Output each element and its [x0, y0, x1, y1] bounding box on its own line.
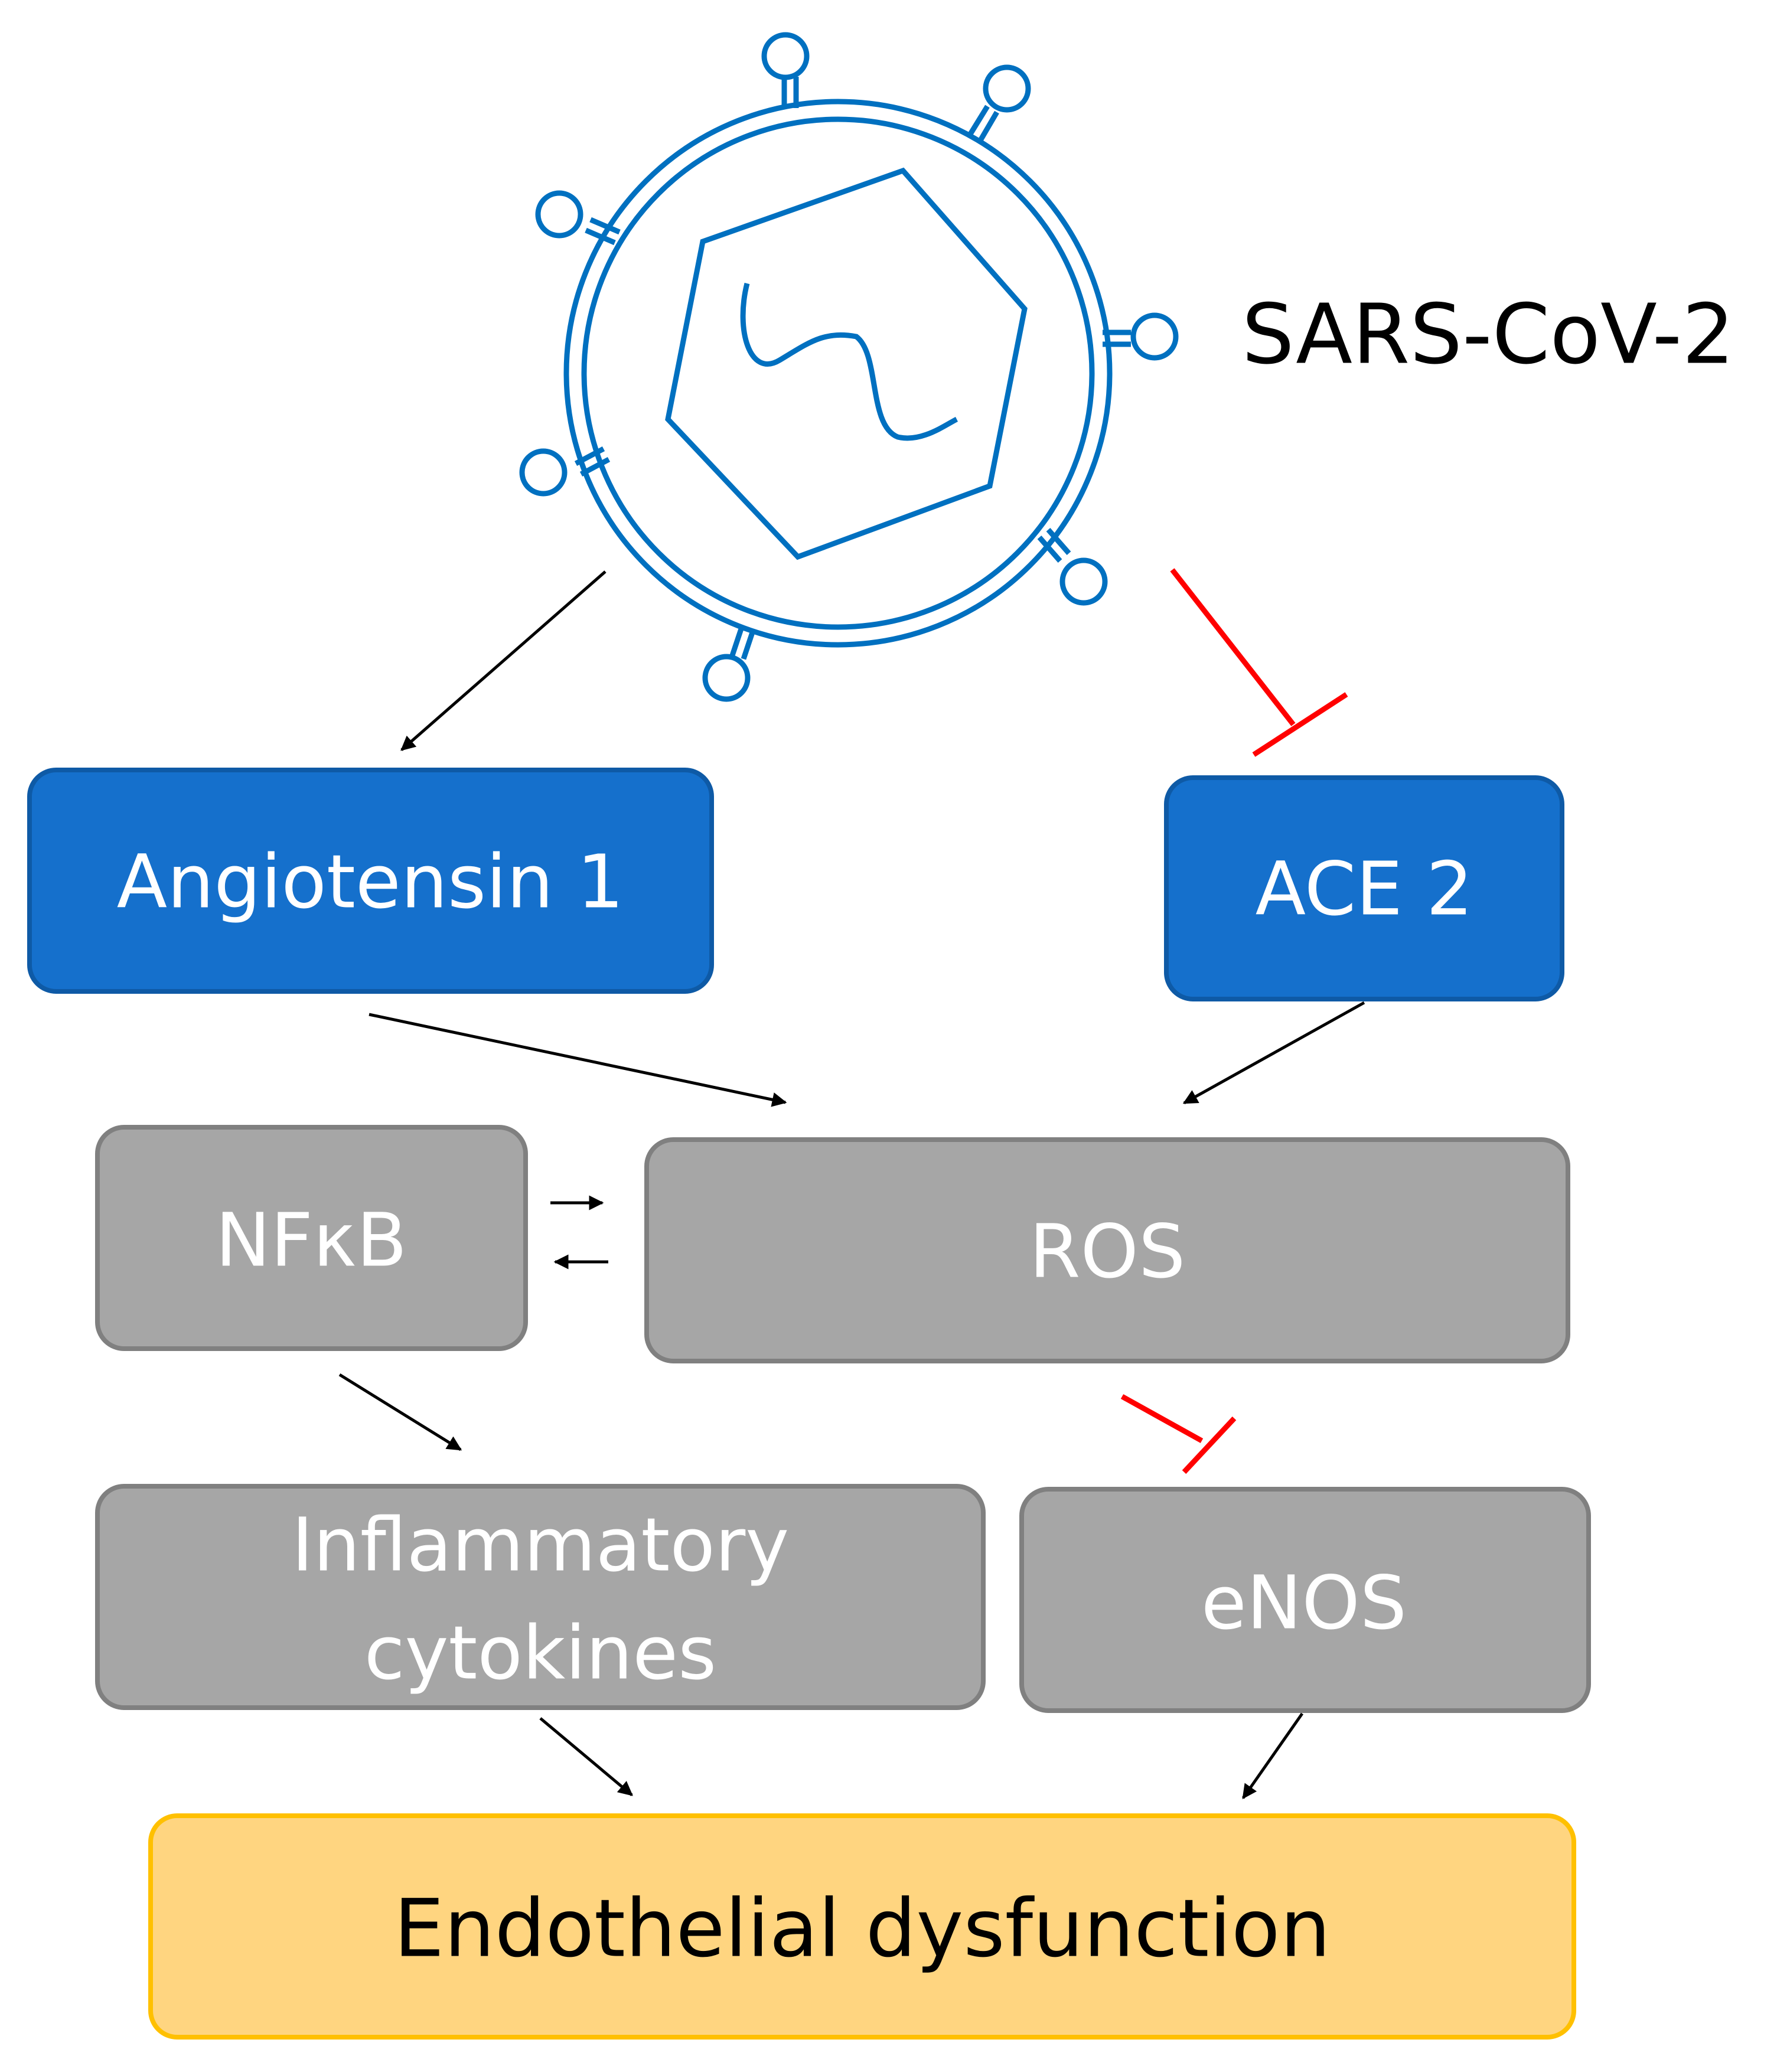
enos-box: eNOS: [1019, 1487, 1591, 1713]
spike-protein-icon: [966, 64, 1031, 145]
spike-protein-icon: [761, 32, 810, 108]
nfkb-box: NFκB: [95, 1125, 528, 1351]
nfkb-label: NFκB: [216, 1198, 407, 1284]
spike-protein-icon: [702, 626, 756, 702]
ros-label: ROS: [1029, 1209, 1186, 1295]
angiotensin-1-box: Angiotensin 1: [27, 768, 714, 994]
angiotensin-to-ros-arrow: [369, 1013, 787, 1107]
enos-to-dysfunction-arrow: [1241, 1712, 1304, 1800]
ros-box: ROS: [644, 1137, 1570, 1363]
virus-to-angiotensin-arrow: [400, 570, 607, 751]
cytokines-to-dysfunction-arrow: [539, 1717, 633, 1796]
spike-protein-icon: [1103, 312, 1179, 361]
inflammatory-cytokines-label-line2: cytokines: [364, 1611, 717, 1696]
endothelial-dysfunction-label: Endothelial dysfunction: [394, 1882, 1331, 1975]
angiotensin-1-label: Angiotensin 1: [117, 840, 624, 925]
ace2-to-ros-arrow: [1182, 1001, 1365, 1105]
virus-inhibits-ace2: [1170, 568, 1348, 757]
nfkb-to-cytokines-arrow: [338, 1373, 462, 1451]
virus-rna-strand: [740, 282, 958, 441]
inflammatory-cytokines-label-line1: Inflammatory: [292, 1503, 789, 1588]
virus-capsid: [665, 167, 1028, 560]
ros-inhibits-enos: [1120, 1394, 1237, 1474]
inflammatory-cytokines-box: Inflammatory cytokines: [95, 1484, 986, 1710]
spike-protein-icon: [1037, 528, 1108, 606]
spike-protein-icon: [535, 190, 621, 246]
ace2-label: ACE 2: [1256, 847, 1473, 932]
virus-inner-envelope: [581, 116, 1095, 630]
virus-outer-envelope: [563, 99, 1113, 648]
spike-protein-icon: [519, 446, 611, 497]
virus-label: SARS-CoV-2: [1242, 287, 1734, 383]
ace2-box: ACE 2: [1164, 775, 1564, 1001]
sars-cov-2-virus-icon: [519, 32, 1179, 702]
enos-label: eNOS: [1201, 1561, 1407, 1646]
endothelial-dysfunction-box: Endothelial dysfunction: [148, 1813, 1576, 2040]
